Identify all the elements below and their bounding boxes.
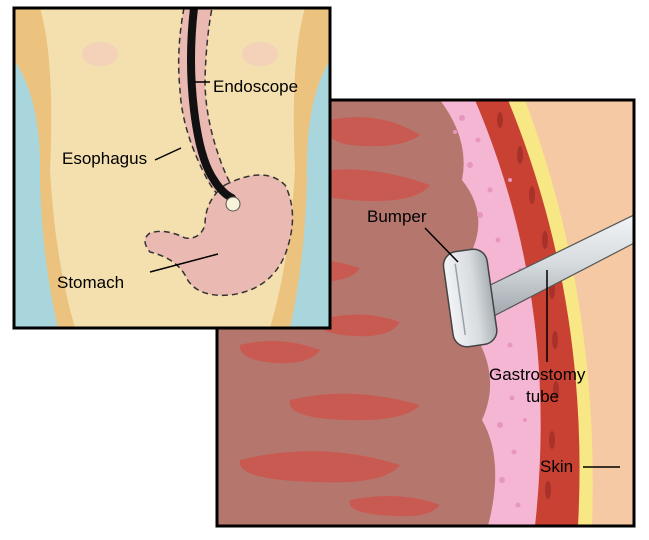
label-gastrostomy: Gastrostomy: [489, 365, 586, 384]
skin-layer: [520, 100, 634, 526]
blob: [242, 42, 278, 66]
endoscope-tip: [225, 196, 241, 212]
bumper-pointer: [424, 227, 459, 263]
body-region: [14, 8, 330, 328]
overview-border: [12, 6, 332, 330]
muscle-layer: [470, 100, 580, 526]
label-skin: Skin: [540, 457, 573, 476]
fat-layer: [505, 100, 593, 526]
bumper: [442, 248, 498, 348]
label-bumper: Bumper: [367, 207, 427, 226]
muscle-streaks: [497, 112, 559, 499]
outside-left: [14, 60, 58, 328]
overview-panel: [12, 6, 332, 330]
esophagus-pointer: [154, 147, 182, 161]
label-tube: tube: [526, 387, 559, 406]
stomach-pointer: [149, 253, 219, 273]
label-endoscope: Endoscope: [213, 77, 298, 96]
outside-right: [290, 60, 330, 328]
endoscope: [187, 8, 236, 202]
blob: [82, 42, 118, 66]
label-esophagus: Esophagus: [62, 149, 147, 168]
submucosa-dots: [453, 115, 527, 508]
label-stomach: Stomach: [57, 273, 124, 292]
